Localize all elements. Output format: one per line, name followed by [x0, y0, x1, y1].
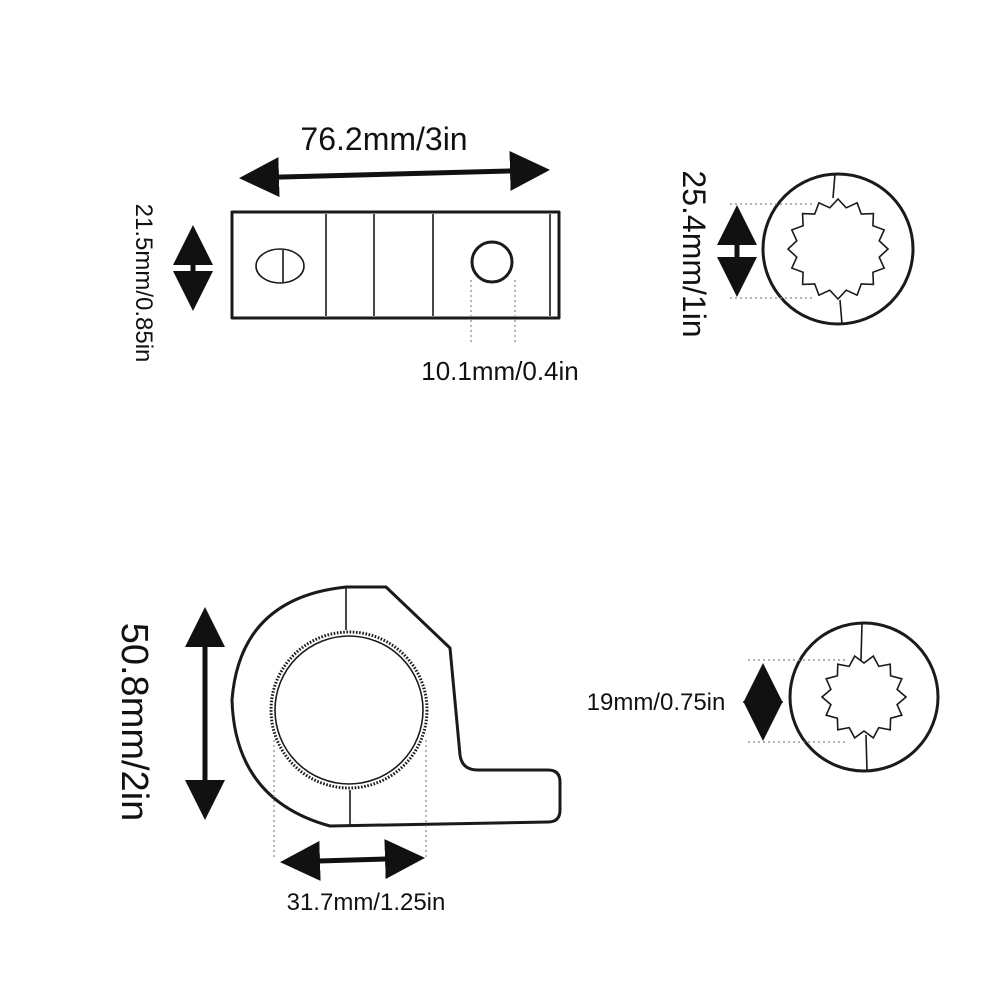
- bore-arrow: [280, 839, 425, 881]
- clamp-front-view: [230, 585, 562, 860]
- ring-25-view: [730, 172, 915, 326]
- length-arrow: [239, 150, 550, 198]
- slot-hole: [255, 248, 305, 284]
- dim-top-height: 21.5mm/0.85in: [130, 204, 157, 363]
- ring-19-view: [748, 621, 940, 773]
- clamp-side-view: [230, 210, 561, 345]
- dim-bottom-ring: 19mm/0.75in: [587, 689, 726, 716]
- dim-top-ring: 25.4mm/1in: [676, 170, 712, 337]
- dim-bottom-height: 50.8mm/2in: [113, 623, 155, 822]
- dim-bottom-bore: 31.7mm/1.25in: [287, 889, 446, 916]
- dim-top-hole: 10.1mm/0.4in: [421, 356, 579, 386]
- bolt-hole: [470, 240, 514, 284]
- dim-top-length: 76.2mm/3in: [300, 121, 467, 157]
